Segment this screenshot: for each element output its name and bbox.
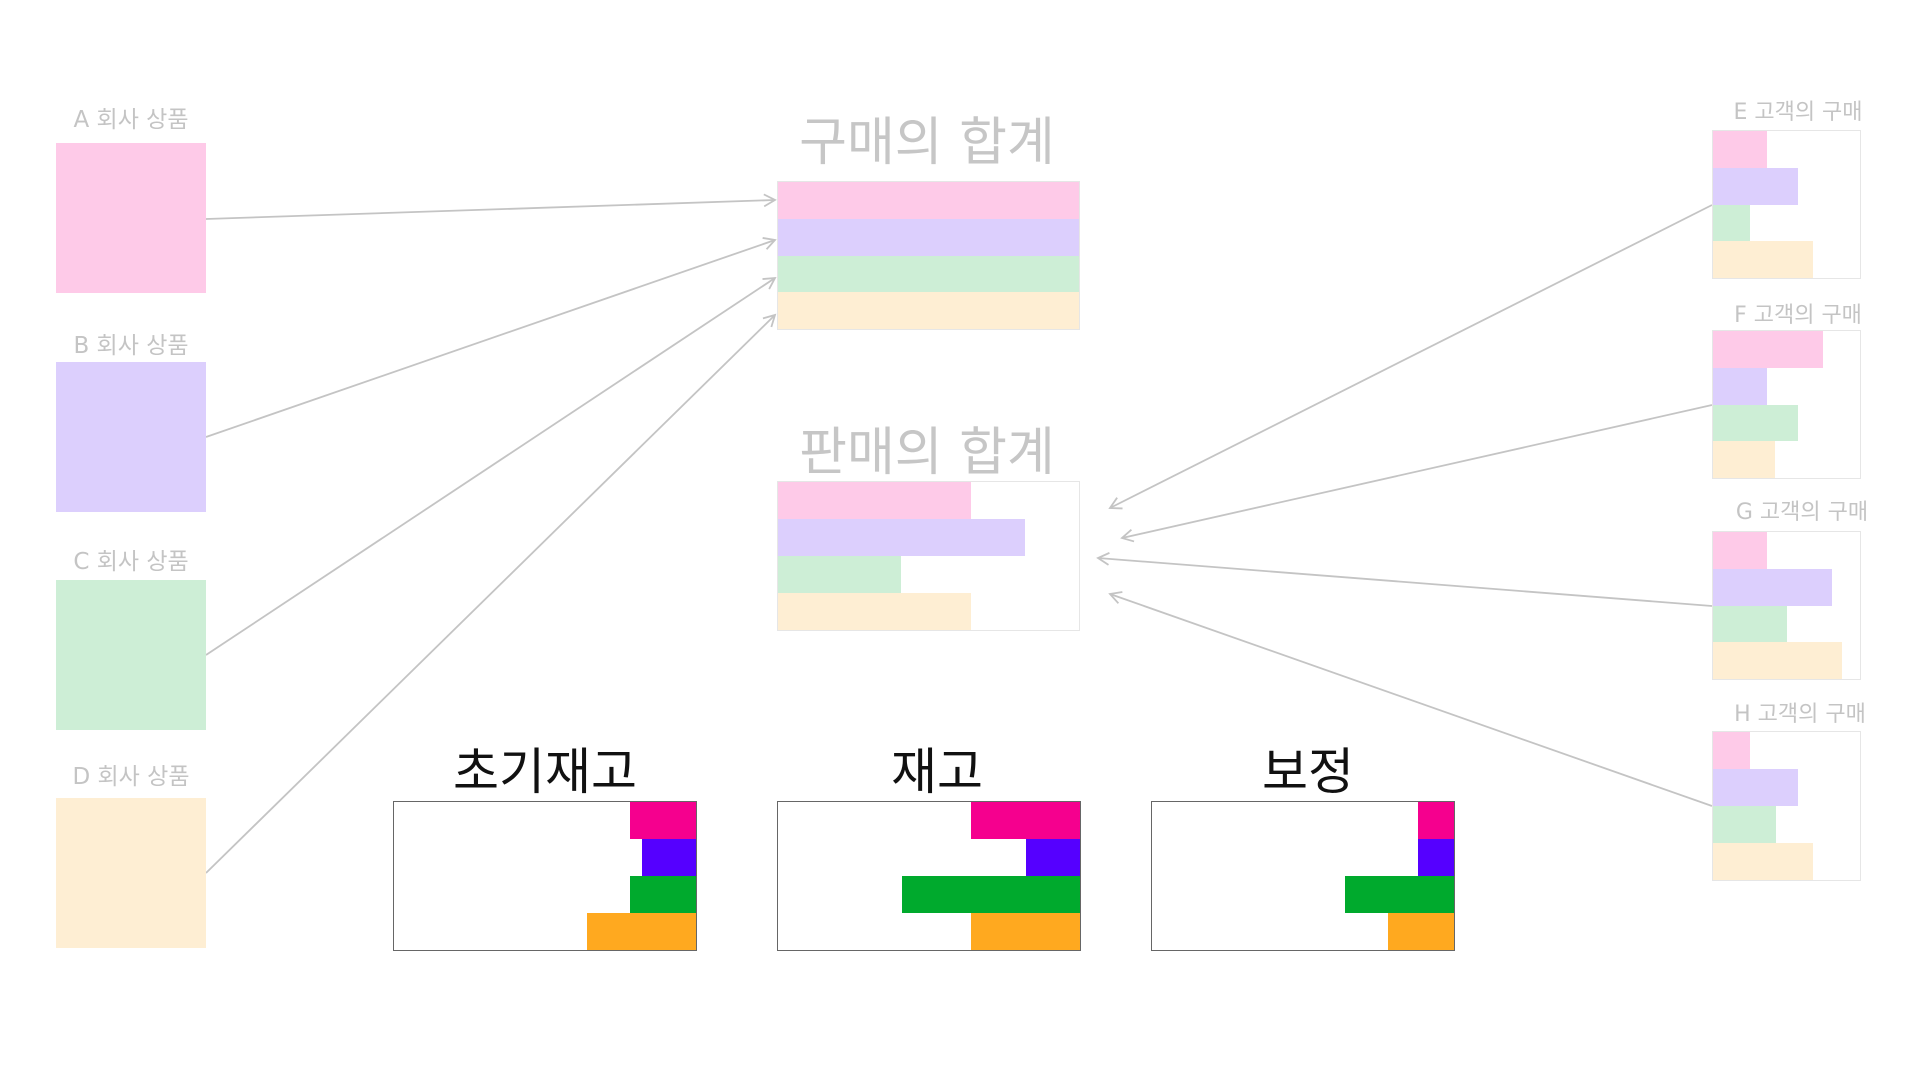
sales-total-bar-a <box>778 482 971 519</box>
inventory-label-adjust: 보정 <box>1262 743 1354 801</box>
customer-box-f <box>1712 330 1861 479</box>
supplier-label-d: D 회사 상품 <box>72 764 190 790</box>
customer-label-e: E 고객의 구매 <box>1733 100 1863 125</box>
customer-h-bar-a <box>1713 732 1750 769</box>
customer-f-bar-a <box>1713 331 1823 368</box>
arrow-d-to-purchase <box>205 313 777 874</box>
purchase-total-box <box>777 181 1080 330</box>
supplier-block-d <box>56 798 206 948</box>
inventory-stock-bar-b <box>1026 839 1080 876</box>
arrow-g-to-sales <box>1096 552 1713 607</box>
supplier-block-b <box>56 362 206 512</box>
customer-e-bar-c <box>1713 204 1750 242</box>
inventory-initial-bar-c <box>630 876 696 913</box>
customer-f-bar-b <box>1713 367 1767 405</box>
sales-total-bar-b <box>778 519 1025 556</box>
customer-e-bar-b <box>1713 167 1798 205</box>
arrow-e-to-sales <box>1108 204 1713 510</box>
customer-h-bar-b <box>1713 769 1798 806</box>
customer-h-bar-c <box>1713 806 1776 843</box>
customer-g-bar-d <box>1713 642 1842 679</box>
sales-total-bar-c <box>778 556 901 593</box>
arrow-c-to-purchase <box>205 276 777 656</box>
customer-label-f: F 고객의 구매 <box>1734 303 1862 328</box>
arrow-a-to-purchase <box>205 193 777 220</box>
supplier-label-a: A 회사 상품 <box>73 107 189 133</box>
arrow-b-to-purchase <box>205 237 777 438</box>
customer-box-g <box>1712 531 1861 680</box>
inventory-initial-bar-b <box>642 839 696 876</box>
purchase-total-bar-d <box>778 292 1079 329</box>
inventory-label-initial: 초기재고 <box>453 743 637 801</box>
arrow-h-to-sales <box>1108 591 1713 807</box>
customer-f-bar-c <box>1713 404 1798 442</box>
inventory-adjust-bar-c <box>1345 876 1454 913</box>
customer-g-bar-a <box>1713 532 1767 569</box>
customer-label-h: H 고객의 구매 <box>1734 702 1866 727</box>
supplier-label-b: B 회사 상품 <box>73 333 189 359</box>
arrow-f-to-sales <box>1120 404 1713 543</box>
customer-g-bar-b <box>1713 568 1832 606</box>
customer-box-h <box>1712 731 1861 881</box>
sales-total-title: 판매의 합계 <box>799 423 1055 483</box>
supplier-block-a <box>56 143 206 293</box>
inventory-stock-bar-c <box>902 876 1080 913</box>
inventory-box-initial <box>393 801 697 951</box>
purchase-total-bar-b <box>778 218 1079 256</box>
inventory-stock-bar-a <box>971 802 1080 839</box>
sales-total-box <box>777 481 1080 631</box>
purchase-total-title: 구매의 합계 <box>799 113 1055 173</box>
purchase-total-bar-c <box>778 255 1079 293</box>
inventory-box-stock <box>777 801 1081 951</box>
inventory-label-stock: 재고 <box>891 743 983 801</box>
inventory-initial-bar-d <box>587 913 696 950</box>
inventory-stock-bar-d <box>971 913 1080 950</box>
customer-h-bar-d <box>1713 843 1813 880</box>
supplier-label-c: C 회사 상품 <box>73 549 189 575</box>
customer-e-bar-d <box>1713 241 1813 278</box>
customer-e-bar-a <box>1713 131 1767 168</box>
inventory-adjust-bar-b <box>1418 839 1454 876</box>
inventory-initial-bar-a <box>630 802 696 839</box>
supplier-block-c <box>56 580 206 730</box>
purchase-total-bar-a <box>778 182 1079 219</box>
customer-box-e <box>1712 130 1861 279</box>
customer-label-g: G 고객의 구매 <box>1735 500 1869 525</box>
customer-f-bar-d <box>1713 441 1775 478</box>
customer-g-bar-c <box>1713 605 1787 643</box>
inventory-box-adjust <box>1151 801 1455 951</box>
sales-total-bar-d <box>778 593 971 630</box>
inventory-adjust-bar-d <box>1388 913 1454 950</box>
inventory-adjust-bar-a <box>1418 802 1454 839</box>
